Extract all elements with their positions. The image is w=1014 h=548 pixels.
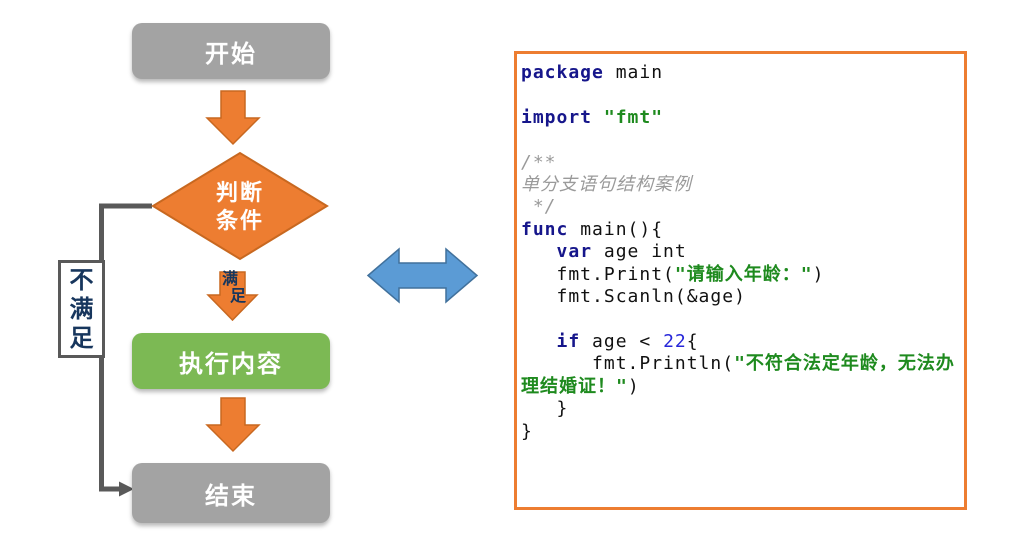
decision-node-label: 判断 条件 bbox=[215, 180, 264, 233]
process-node-label: 执行内容 bbox=[179, 350, 283, 378]
no-branch-arrowhead-icon bbox=[119, 481, 134, 497]
code-line: fmt.Println("不符合法定年龄，无法办 bbox=[521, 353, 955, 375]
code-line bbox=[521, 84, 964, 106]
down-arrow-icon bbox=[205, 397, 261, 453]
code-line bbox=[521, 308, 964, 330]
code-line: package main bbox=[521, 62, 664, 83]
end-node-label: 结束 bbox=[205, 482, 257, 510]
start-node: 开始 bbox=[132, 23, 330, 79]
yes-branch-label: 满 足 bbox=[221, 271, 246, 305]
code-line: fmt.Print("请输入年龄：") bbox=[521, 263, 825, 285]
end-node: 结束 bbox=[132, 463, 330, 523]
start-node-label: 开始 bbox=[205, 40, 257, 68]
code-line: /** bbox=[521, 151, 557, 173]
code-line: if age < 22{ bbox=[556, 330, 699, 352]
small-down-arrow-icon bbox=[206, 271, 259, 322]
code-line: } bbox=[521, 420, 533, 442]
code-panel: package main import "fmt" /**单分支语句结构案例 *… bbox=[514, 51, 967, 510]
double-arrow-icon bbox=[366, 247, 479, 304]
code-line: } bbox=[521, 398, 569, 420]
code-line: 理结婚证！") bbox=[521, 375, 640, 397]
no-branch-label-box: 不 满 足 bbox=[58, 260, 105, 358]
code-line: var age int bbox=[556, 241, 687, 263]
process-node: 执行内容 bbox=[132, 333, 330, 389]
code-line: func main(){ bbox=[521, 218, 664, 240]
code-line: fmt.Scanln(&age) bbox=[521, 286, 746, 308]
code-line bbox=[521, 129, 964, 151]
decision-diamond bbox=[151, 151, 329, 261]
code-line: 单分支语句结构案例 bbox=[521, 174, 692, 196]
code-line: import "fmt" bbox=[521, 106, 664, 128]
down-arrow-icon bbox=[205, 90, 261, 146]
code-block: package main import "fmt" /**单分支语句结构案例 *… bbox=[521, 62, 964, 443]
code-line: */ bbox=[521, 196, 557, 218]
